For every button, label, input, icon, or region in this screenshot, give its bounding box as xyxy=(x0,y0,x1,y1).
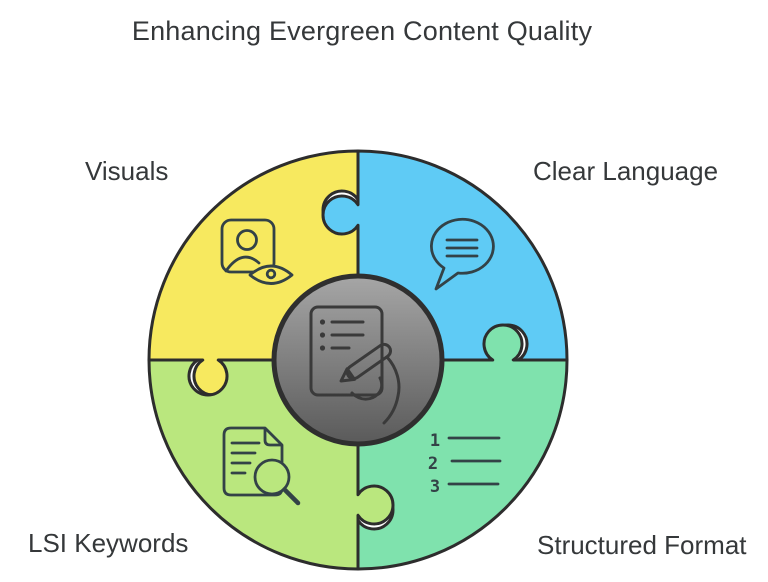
hand-thumb-line xyxy=(350,376,384,401)
list-number-2: 2 xyxy=(428,454,438,474)
speech-bubble-icon xyxy=(430,217,495,291)
pen-icon xyxy=(339,342,393,383)
label-lsi-keywords: LSI Keywords xyxy=(28,528,189,558)
document-search-icon xyxy=(222,426,301,506)
image-with-eye-icon xyxy=(220,218,294,285)
writing-notepad-icon xyxy=(309,305,401,425)
diagram-title: Enhancing Evergreen Content Quality xyxy=(131,16,593,46)
label-clear-language: Clear Language xyxy=(533,156,719,186)
hand-edge-line xyxy=(382,355,401,425)
list-number-1: 1 xyxy=(430,431,440,451)
list-number-3: 3 xyxy=(430,477,440,497)
numbered-list-icon: 1 2 3 xyxy=(428,431,502,497)
label-structured-format: Structured Format xyxy=(537,530,747,560)
label-visuals: Visuals xyxy=(85,156,169,186)
